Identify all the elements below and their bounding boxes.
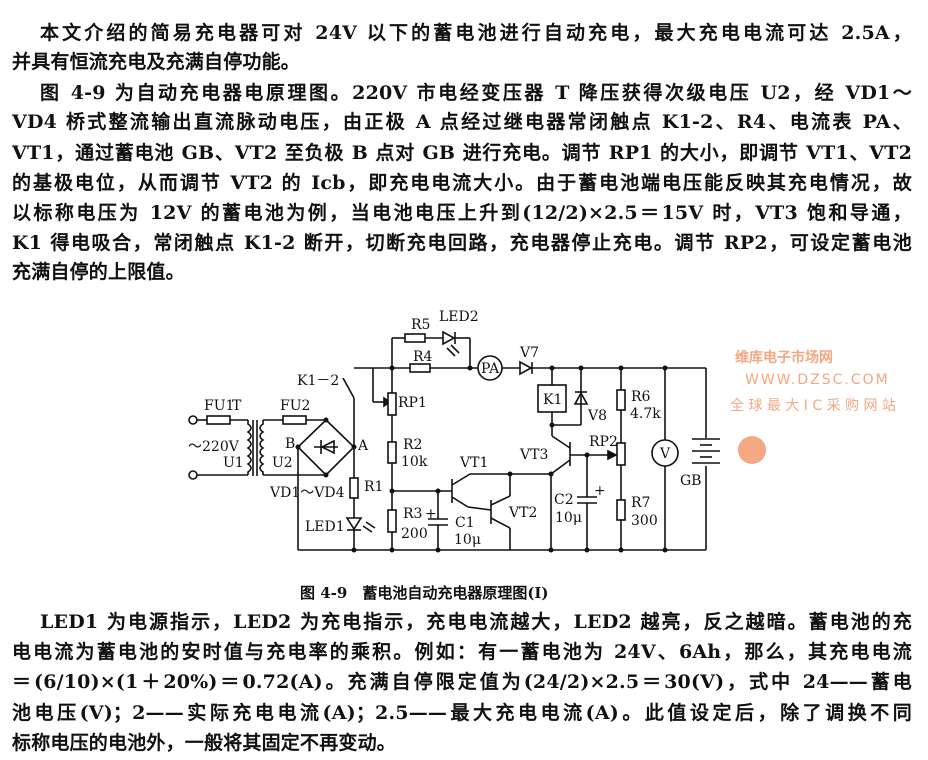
label-r7-value: 300 (631, 513, 658, 529)
text-line: LED1 为电源指示，LED2 为充电指示，充电电流越大，LED2 越亮，反之越… (40, 611, 912, 633)
label-vt1: VT1 (459, 455, 488, 471)
label-c1-plus: + (425, 506, 437, 522)
label-c1: C1 (455, 515, 475, 531)
label-r3-value: 200 (401, 526, 428, 542)
fuse-fu2 (282, 415, 307, 425)
label-led1: LED1 (305, 519, 345, 535)
label-r4: R4 (413, 349, 433, 365)
text-line: 池电压(V)；2——实际充电电流(A)；2.5——最大充电电流(A)。此值设定后… (12, 702, 912, 724)
label-fu1: FU1 (204, 398, 234, 414)
label-r6-value: 4.7k (630, 406, 661, 422)
label-r2: R2 (403, 437, 422, 453)
input-terminal (188, 415, 198, 425)
text-line: VT1，通过蓄电池 GB、VT2 至负极 B 点对 GB 进行充电。调节 RP1… (12, 142, 912, 164)
label-k1-2: K1－2 (297, 373, 339, 389)
label-t: T (232, 398, 242, 414)
label-k1: K1 (543, 392, 562, 408)
text-line: ＝(6/10)×(1＋20%)＝0.72(A)。充满自停限定值为(24/2)×2… (12, 671, 912, 693)
resistor-r1 (349, 477, 359, 499)
text-line: 本文介绍的简易充电器可对 24V 以下的蓄电池进行自动充电，最大充电电流可达 2… (40, 22, 912, 44)
label-u1: U1 (223, 455, 244, 471)
fuse-fu1 (206, 415, 231, 425)
component-labels: FU1 T FU2 ～220V U1 B U2 A VD1～VD4 K1－2 R… (188, 309, 701, 548)
potentiometer-rp1 (387, 392, 397, 416)
svg-text:全 球 最 大 I C 采 购 网 站: 全 球 最 大 I C 采 购 网 站 (730, 397, 896, 414)
label-gb: GB (680, 473, 701, 489)
label-c1-value: 10μ (454, 532, 481, 548)
text-line: 充满自停的上限值。 (12, 261, 185, 283)
text-line: 以标称电压为 12V 的蓄电池为例，当电池电压上升到(12/2)×2.5＝15V… (12, 202, 912, 224)
label-r5: R5 (411, 317, 430, 333)
label-vt2: VT2 (508, 505, 537, 521)
components (188, 333, 679, 533)
label-r3: R3 (403, 506, 422, 522)
label-c2-plus: + (594, 483, 606, 499)
svg-text:WWW.DZSC.COM: WWW.DZSC.COM (745, 372, 890, 388)
voltmeter-v (651, 439, 679, 467)
label-a: A (357, 438, 369, 454)
label-rp1: RP1 (398, 395, 427, 411)
label-rp2: RP2 (589, 434, 618, 450)
text-line: 并具有恒流充电及充满自停功能。 (12, 51, 301, 73)
text-line: 电电流为蓄电池的安时值与充电率的乘积。例如：有一蓄电池为 24V、6Ah，那么，… (12, 641, 912, 663)
junction-dots (295, 365, 668, 553)
label-fu2: FU2 (280, 398, 310, 414)
text-line: 标称电压的电池外，一般将其固定不再变动。 (12, 732, 397, 754)
label-b: B (285, 436, 295, 452)
resistor-r2 (387, 441, 397, 464)
label-c2-value: 10μ (555, 510, 582, 526)
resistor-r4 (409, 363, 431, 373)
label-220v: ～220V (188, 439, 240, 455)
label-v7: V7 (519, 345, 539, 361)
potentiometer-rp2 (616, 442, 626, 466)
relay-k1 (537, 384, 567, 413)
text-line: 图 4-9 为自动充电器电原理图。220V 市电经变压器 T 降压获得次级电压 … (40, 82, 912, 104)
label-vd1-vd4: VD1～VD4 (269, 485, 345, 501)
svg-text:维库电子市场网: 维库电子市场网 (735, 349, 833, 366)
label-v: V (659, 446, 671, 462)
wires (197, 330, 720, 551)
label-r7: R7 (631, 495, 650, 511)
resistor-r5 (404, 333, 426, 343)
figure-caption: 图 4-9 蓄电池自动充电器原理图(Ⅰ) (300, 584, 549, 602)
watermark: 维库电子市场网 WWW.DZSC.COM 全 球 最 大 I C 采 购 网 站 (730, 349, 896, 464)
resistor-r3 (387, 509, 397, 533)
text-line: K1 得电吸合，常闭触点 K1-2 断开，切断充电回路，充电器停止充电。调节 R… (12, 232, 912, 254)
input-terminal (188, 470, 198, 480)
watermark-logo-icon (738, 436, 766, 464)
resistor-r6 (616, 389, 626, 411)
label-u2: U2 (272, 455, 293, 471)
text-line: 的基极电位，从而调节 VT2 的 Icb，即充电电流大小。由于蓄电池端电压能反映… (12, 172, 912, 194)
ammeter-pa (477, 355, 503, 381)
label-c2: C2 (554, 492, 574, 508)
label-pa: PA (481, 361, 500, 377)
text-line: VD4 桥式整流输出直流脉动电压，由正极 A 点经过继电器常闭触点 K1-2、R… (12, 111, 912, 133)
label-r6: R6 (631, 389, 651, 405)
label-v8: V8 (587, 408, 607, 424)
label-vt3: VT3 (519, 447, 548, 463)
resistor-r7 (616, 499, 626, 521)
label-r1: R1 (364, 479, 383, 495)
label-r2-value: 10k (401, 454, 428, 470)
label-led2: LED2 (439, 309, 479, 325)
